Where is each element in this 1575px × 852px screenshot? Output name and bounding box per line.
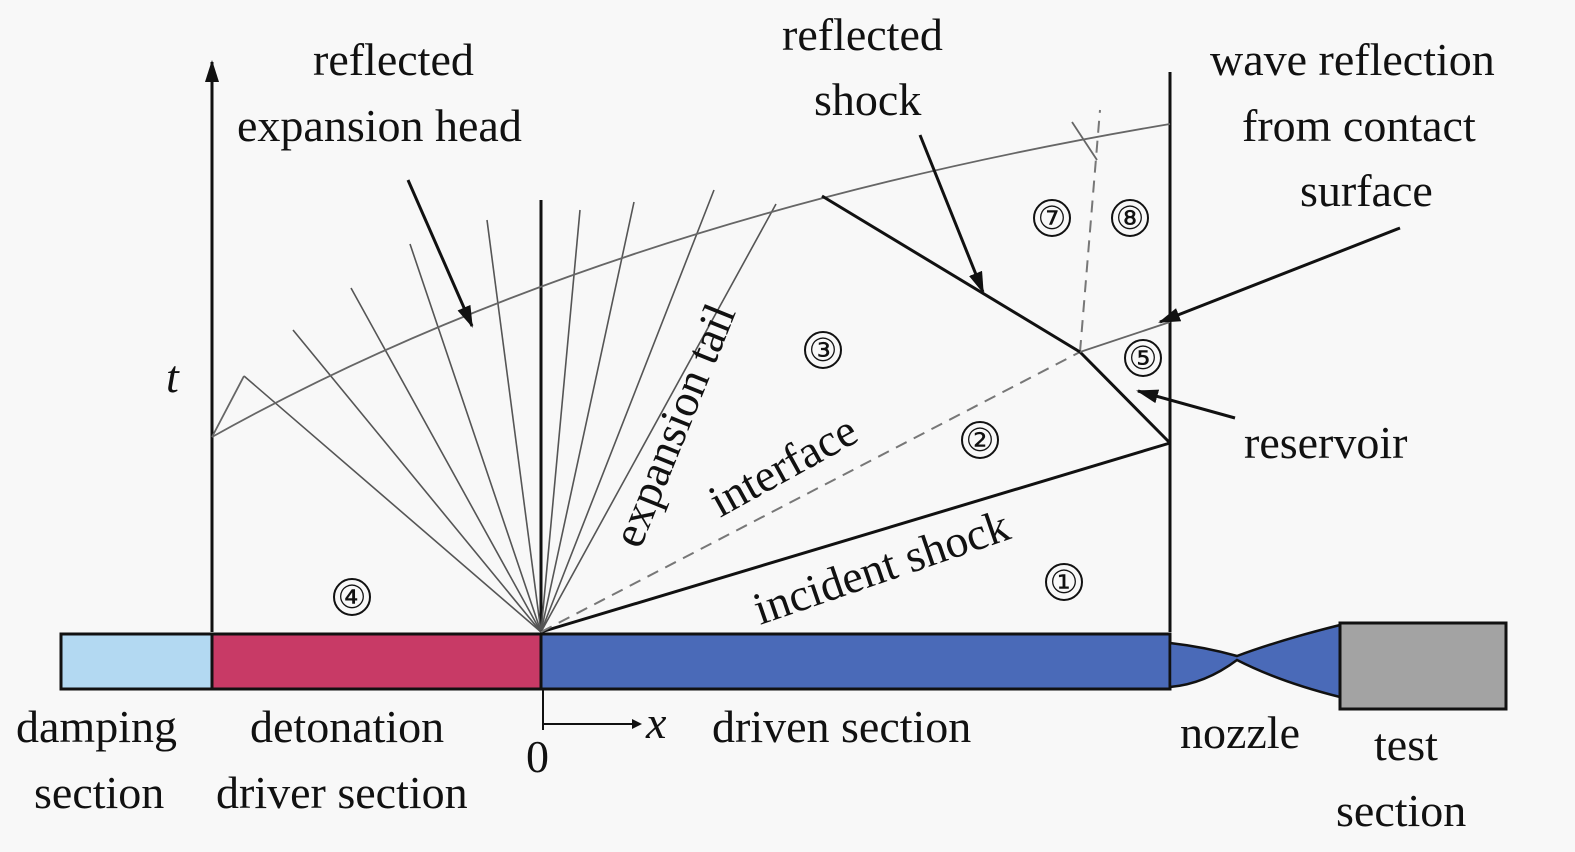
contact-reflection-wave — [1079, 321, 1171, 353]
label-detonation-line2: driver section — [216, 767, 468, 818]
label-wave-reflection-line3: surface — [1300, 165, 1433, 216]
test-section — [1338, 621, 1508, 711]
reflected-shock-line-2 — [821, 194, 1081, 354]
interface-line — [540, 351, 1081, 633]
region-markers: ③ ② ① ④ ⑤ ⑦ ⑧ — [333, 199, 1162, 616]
label-driven-section: driven section — [712, 701, 971, 752]
label-test-section-line1: test — [1374, 719, 1438, 770]
x-axis-label: x — [645, 697, 667, 748]
damping-section — [59, 632, 214, 691]
expansion-fan — [243, 189, 777, 633]
label-reflected-expansion-head-line1: reflected — [313, 34, 474, 85]
label-reflected-expansion-head-line2: expansion head — [237, 100, 522, 151]
label-interface: interface — [700, 404, 865, 527]
label-test-section-line2: section — [1336, 785, 1466, 836]
label-detonation-line1: detonation — [250, 701, 444, 752]
label-nozzle: nozzle — [1180, 707, 1300, 758]
region-7: ⑦ — [1038, 199, 1067, 237]
reflected-expansion-head-curve — [211, 123, 1171, 438]
arrow-reservoir — [1136, 389, 1236, 420]
interface-line-after — [1079, 109, 1101, 353]
label-damping-section-line1: damping — [16, 701, 177, 752]
nozzle — [1168, 623, 1342, 699]
incident-shock-line — [540, 441, 1171, 634]
region-1: ① — [1050, 563, 1079, 601]
region-5: ⑤ — [1129, 339, 1158, 377]
label-reflected-shock-line1: reflected — [782, 9, 943, 60]
reflected-shock-line — [1078, 350, 1172, 445]
arrow-wave-reflection — [1158, 226, 1401, 324]
label-wave-reflection-line2: from contact — [1242, 100, 1476, 151]
region-3: ③ — [809, 331, 838, 369]
driven-section — [539, 632, 1172, 691]
region-4: ④ — [338, 578, 367, 616]
arrow-reflected-shock — [918, 134, 985, 294]
head-reflection-line — [211, 375, 245, 438]
label-wave-reflection-line1: wave reflection — [1210, 34, 1495, 85]
label-reservoir: reservoir — [1244, 417, 1407, 468]
contact-reflection-short — [1071, 121, 1098, 161]
detonation-driver-section — [210, 632, 543, 691]
label-reflected-shock-line2: shock — [814, 74, 921, 125]
arrow-reflected-expansion-head — [406, 179, 474, 328]
region-2: ② — [966, 421, 995, 459]
t-axis-label: t — [166, 351, 180, 402]
region-8: ⑧ — [1116, 199, 1145, 237]
label-damping-section-line2: section — [34, 767, 164, 818]
origin-label: 0 — [526, 731, 549, 782]
label-incident-shock: incident shock — [747, 499, 1016, 634]
